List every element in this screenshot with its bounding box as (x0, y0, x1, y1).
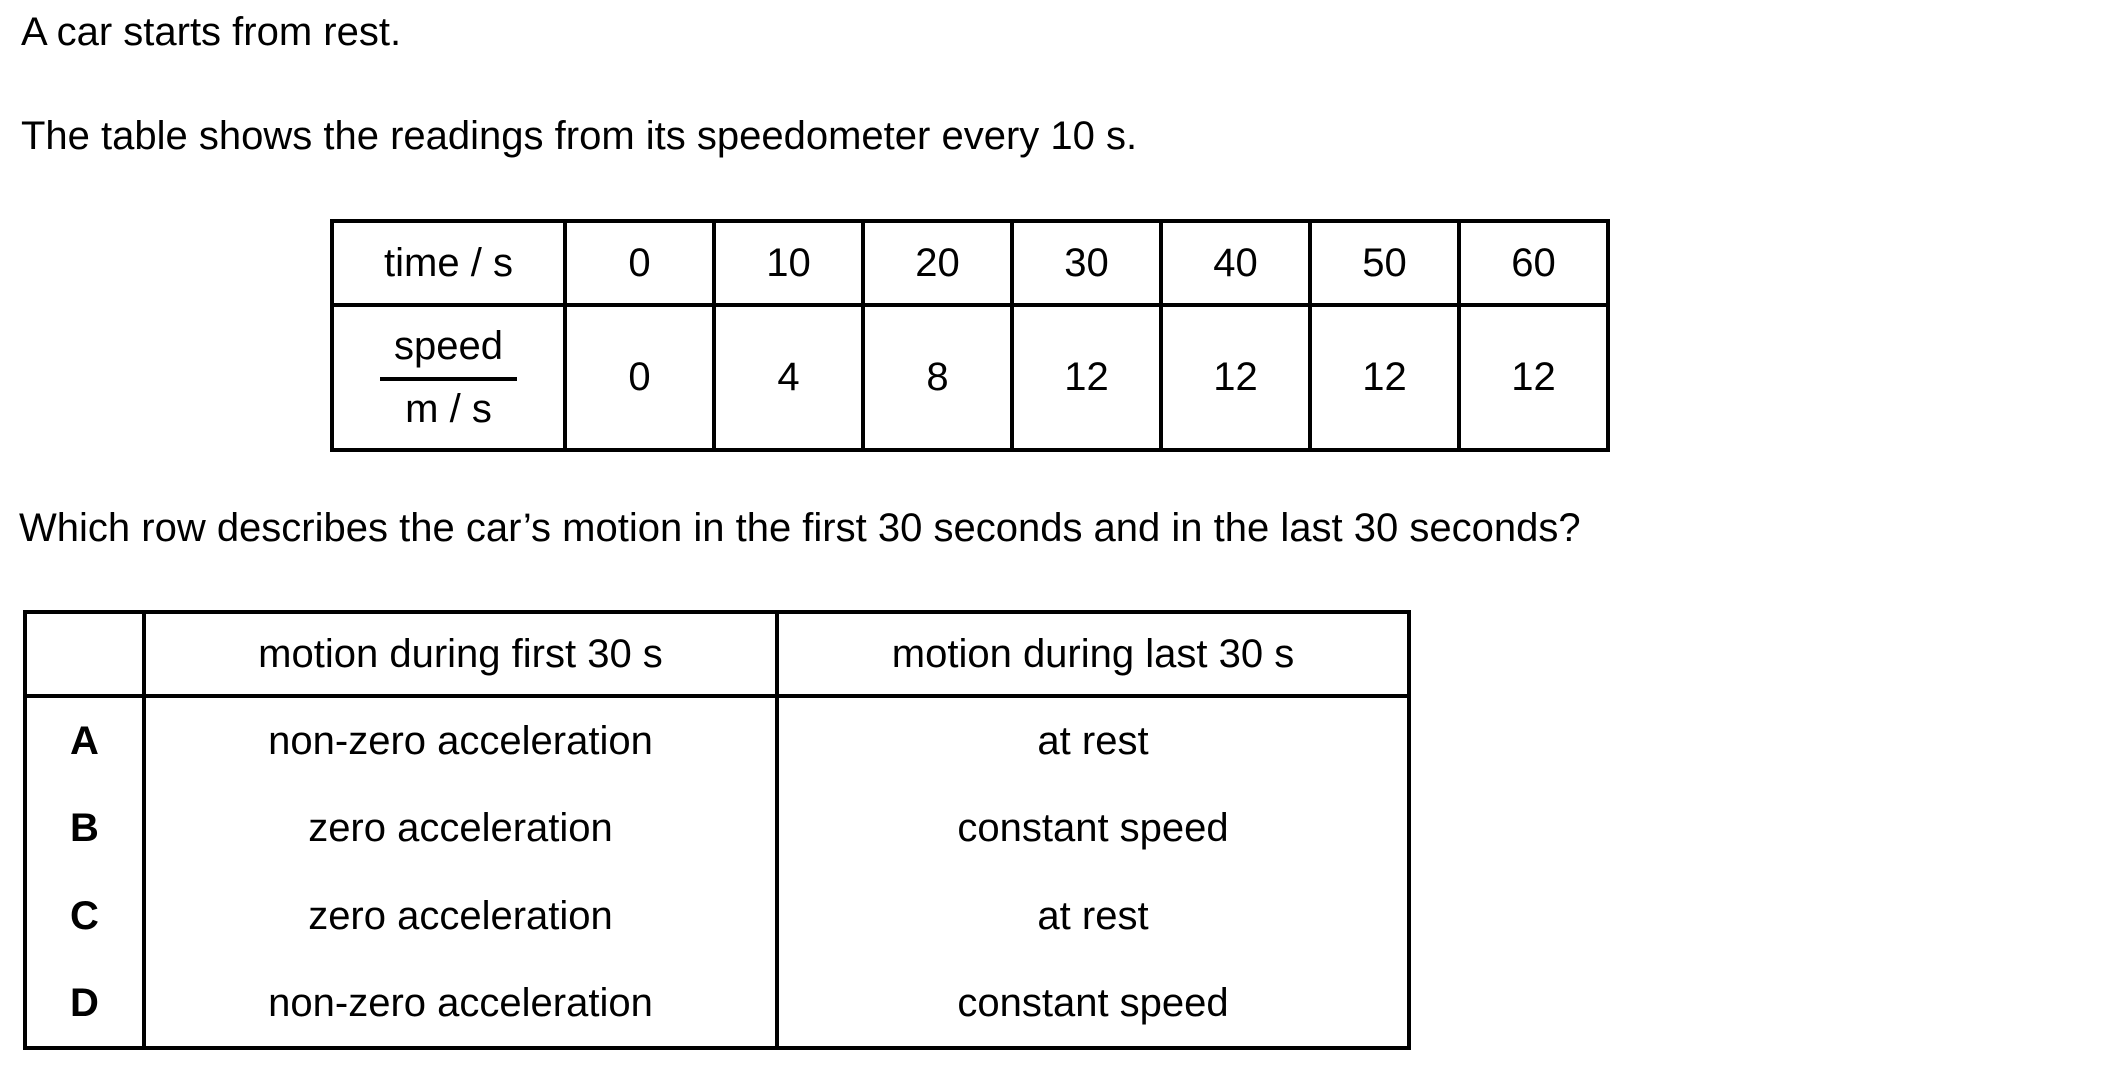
answer-options-table: motion during first 30 s motion during l… (23, 610, 1411, 1050)
option-letter-a: A (70, 718, 99, 763)
question-prompt: Which row describes the car’s motion in … (19, 506, 1581, 550)
speed-value: 12 (1457, 303, 1610, 452)
time-value: 60 (1457, 219, 1610, 307)
header-motion-first-30s: motion during first 30 s (142, 612, 777, 698)
speed-fraction-numerator: speed (380, 324, 517, 381)
time-value: 0 (563, 219, 716, 307)
option-a-first-motion: non-zero acceleration (142, 696, 777, 784)
option-d-first-motion: non-zero acceleration (142, 960, 777, 1048)
option-b-last-motion: constant speed (775, 784, 1409, 872)
option-a-last-motion: at rest (775, 696, 1409, 784)
option-letter-b: B (70, 805, 99, 850)
speed-row: speed m / s 0 4 8 12 12 12 12 (330, 303, 1610, 452)
speed-value: 4 (712, 303, 865, 452)
option-letter-d: D (70, 980, 99, 1025)
time-value: 10 (712, 219, 865, 307)
option-row-b: B zero acceleration constant speed (25, 784, 1409, 872)
speed-value: 8 (861, 303, 1014, 452)
option-b-first-motion: zero acceleration (142, 784, 777, 872)
time-value: 20 (861, 219, 1014, 307)
intro-line-1: A car starts from rest. (21, 10, 402, 54)
speed-fraction-denominator: m / s (405, 386, 492, 431)
speedometer-readings-table: time / s 0 10 20 30 40 50 60 speed m / s… (330, 219, 1610, 452)
option-c-last-motion: at rest (775, 872, 1409, 960)
speed-value: 12 (1159, 303, 1312, 452)
option-row-a: A non-zero acceleration at rest (25, 696, 1409, 784)
header-blank-cell (25, 612, 144, 698)
option-d-last-motion: constant speed (775, 960, 1409, 1048)
speed-value: 12 (1010, 303, 1163, 452)
option-row-d: D non-zero acceleration constant speed (25, 960, 1409, 1048)
option-letter-c: C (70, 893, 99, 938)
time-row-label: time / s (330, 219, 567, 307)
options-header-row: motion during first 30 s motion during l… (25, 612, 1409, 698)
speed-value: 0 (563, 303, 716, 452)
time-row: time / s 0 10 20 30 40 50 60 (330, 219, 1610, 307)
speed-unit-fraction: speed m / s (380, 324, 517, 432)
time-value: 30 (1010, 219, 1163, 307)
time-value: 40 (1159, 219, 1312, 307)
option-c-first-motion: zero acceleration (142, 872, 777, 960)
speed-value: 12 (1308, 303, 1461, 452)
option-row-c: C zero acceleration at rest (25, 872, 1409, 960)
intro-line-2: The table shows the readings from its sp… (21, 114, 1138, 158)
speed-row-label: speed m / s (330, 303, 567, 452)
header-motion-last-30s: motion during last 30 s (775, 612, 1409, 698)
time-value: 50 (1308, 219, 1461, 307)
